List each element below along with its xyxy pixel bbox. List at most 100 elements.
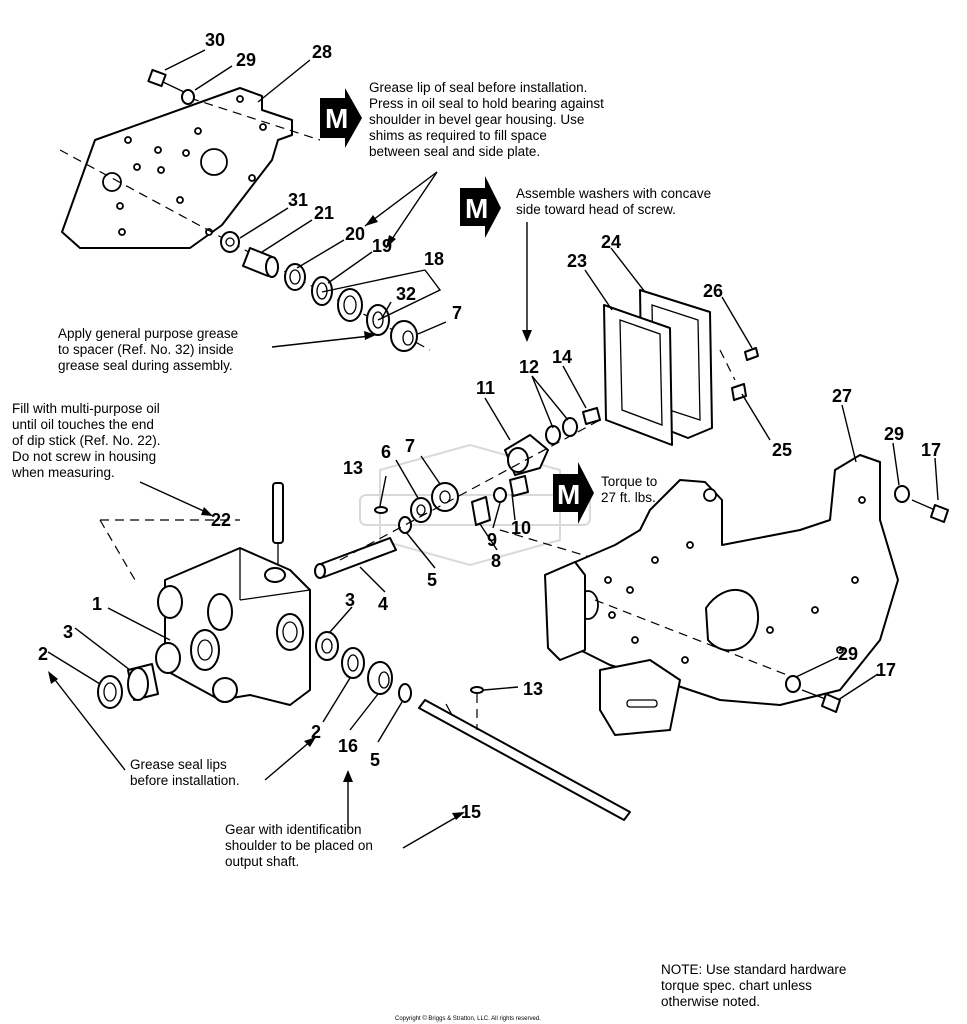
callout-12: 12 (519, 357, 539, 377)
bolt-30 (147, 68, 185, 93)
callout-numbers: 30 29 28 31 21 20 19 18 32 7 24 23 26 12… (38, 30, 941, 822)
callout-9: 9 (487, 530, 497, 550)
m-badge-1: M (320, 88, 362, 148)
svg-text:Apply general purpose grease: Apply general purpose grease (58, 326, 238, 341)
svg-text:27 ft. lbs.: 27 ft. lbs. (601, 490, 656, 505)
callout-13-bottom: 13 (523, 679, 543, 699)
seal-19 (311, 276, 333, 306)
callout-24: 24 (601, 232, 621, 252)
callout-11: 11 (476, 378, 495, 398)
svg-text:Do not screw in housing: Do not screw in housing (12, 449, 156, 464)
svg-text:M: M (325, 103, 348, 134)
svg-text:output shaft.: output shaft. (225, 854, 299, 869)
screw-26 (744, 347, 759, 361)
side-plate-28 (61, 87, 293, 249)
gear-7-mid (431, 482, 459, 512)
note-hardware: NOTE: Use standard hardware torque spec.… (661, 962, 846, 1009)
note-grease-lip: Grease lip of seal before installation. … (369, 80, 604, 159)
svg-text:shims as required to fill spac: shims as required to fill space (369, 128, 547, 143)
bearing-3-bottom (315, 631, 339, 661)
bevel-gear-11 (504, 434, 549, 476)
svg-text:Assemble washers with concave: Assemble washers with concave (516, 186, 711, 201)
callout-20: 20 (345, 224, 365, 244)
gear-7-top (390, 320, 418, 352)
callout-17-bottom: 17 (876, 660, 896, 680)
note-leaders (48, 171, 532, 849)
bolt-10 (509, 475, 529, 497)
washer-5-bottom (398, 683, 412, 703)
callout-7-top: 7 (452, 303, 462, 323)
callout-3-bottom: 3 (345, 590, 355, 610)
block-8 (471, 496, 491, 526)
note-washers: Assemble washers with concave side towar… (516, 186, 711, 217)
svg-text:Torque to: Torque to (601, 474, 657, 489)
callout-16: 16 (338, 736, 358, 756)
callout-7-mid: 7 (405, 436, 415, 456)
m-badge-3: M (553, 462, 594, 524)
svg-text:Grease seal lips: Grease seal lips (130, 757, 227, 772)
output-shaft-15 (418, 699, 631, 821)
callout-26: 26 (703, 281, 723, 301)
callout-28: 28 (312, 42, 332, 62)
key-13-bottom (470, 686, 484, 694)
callout-6: 6 (381, 442, 391, 462)
svg-text:before installation.: before installation. (130, 773, 240, 788)
svg-text:Press in oil seal to hold bear: Press in oil seal to hold bearing agains… (369, 96, 604, 111)
gear-16 (367, 661, 393, 695)
note-seal-lips: Grease seal lips before installation. (130, 757, 240, 788)
callout-21: 21 (314, 203, 334, 223)
callout-32: 32 (396, 284, 416, 304)
callout-27: 27 (832, 386, 852, 406)
callout-leaders (47, 49, 939, 743)
svg-text:shoulder in bevel gear housing: shoulder in bevel gear housing. Use (369, 112, 584, 127)
callout-4: 4 (378, 594, 388, 614)
callout-30: 30 (205, 30, 225, 50)
svg-text:M: M (465, 193, 488, 224)
svg-text:torque spec. chart unless: torque spec. chart unless (661, 978, 812, 993)
bolt-14 (582, 407, 601, 425)
svg-text:of dip stick (Ref. No. 22).: of dip stick (Ref. No. 22). (12, 433, 161, 448)
svg-text:Grease lip of seal before inst: Grease lip of seal before installation. (369, 80, 587, 95)
svg-text:M: M (557, 479, 580, 510)
callout-8: 8 (491, 551, 501, 571)
svg-text:Fill with multi-purpose oil: Fill with multi-purpose oil (12, 401, 160, 416)
callout-5-mid: 5 (427, 570, 437, 590)
washer-9 (493, 487, 507, 503)
seal-20 (284, 263, 306, 291)
svg-text:between seal and side plate.: between seal and side plate. (369, 144, 540, 159)
callout-29-bottom: 29 (838, 644, 858, 664)
side-plate-27 (544, 454, 899, 706)
callout-15: 15 (461, 802, 481, 822)
washer-6 (410, 497, 432, 523)
svg-text:Gear with identification: Gear with identification (225, 822, 362, 837)
bolt-17-right-bottom (801, 689, 841, 713)
callout-29-top: 29 (236, 50, 256, 70)
nut-31 (220, 231, 240, 253)
bearing-3-left (127, 663, 159, 701)
note-spacer: Apply general purpose grease to spacer (… (58, 326, 238, 373)
bracket-27 (544, 561, 681, 736)
note-fill-oil: Fill with multi-purpose oil until oil to… (11, 401, 161, 480)
svg-text:otherwise noted.: otherwise noted. (661, 994, 760, 1009)
svg-text:to spacer (Ref. No. 32) inside: to spacer (Ref. No. 32) inside (58, 342, 234, 357)
callout-3-left: 3 (63, 622, 73, 642)
callout-17-top: 17 (921, 440, 941, 460)
callout-2-left: 2 (38, 644, 48, 664)
seal-2-bottom (341, 647, 365, 679)
callout-25: 25 (772, 440, 792, 460)
callout-10: 10 (511, 518, 531, 538)
callout-14: 14 (552, 347, 572, 367)
seal-2-left (97, 675, 123, 709)
svg-text:NOTE: Use standard hardware: NOTE: Use standard hardware (661, 962, 846, 977)
washer-29-right-top (894, 485, 910, 503)
svg-text:until oil touches the end: until oil touches the end (12, 417, 154, 432)
m-badge-2: M (460, 176, 501, 238)
washer-29-right-bottom (785, 675, 801, 693)
spacer-21 (242, 247, 279, 278)
note-gear-id: Gear with identification shoulder to be … (225, 822, 373, 869)
washer-5-mid (398, 516, 412, 534)
gear-housing-1 (155, 547, 311, 706)
copyright-text: Copyright © Briggs & Stratton, LLC. All … (395, 1015, 541, 1022)
input-shaft-4 (314, 537, 397, 579)
gasket-23 (603, 304, 673, 446)
